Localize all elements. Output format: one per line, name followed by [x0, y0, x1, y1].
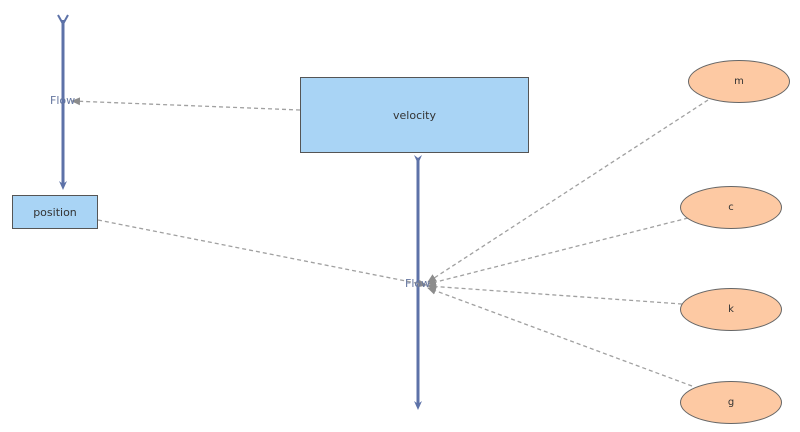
aux-k-label: k [728, 304, 734, 315]
aux-k[interactable]: k [680, 288, 782, 331]
stock-velocity[interactable]: velocity [300, 77, 529, 153]
aux-c-label: c [728, 202, 734, 213]
aux-c[interactable]: c [680, 186, 782, 229]
stock-position[interactable]: position [12, 195, 98, 229]
link-c-to-center-flow [427, 217, 689, 286]
link-k-to-center-flow [427, 282, 683, 305]
stock-position-label: position [33, 205, 77, 219]
aux-m[interactable]: m [688, 60, 790, 103]
stock-velocity-label: velocity [393, 108, 436, 122]
aux-g[interactable]: g [680, 381, 782, 424]
aux-m-label: m [734, 76, 744, 87]
link-velocity-to-left-flow [71, 97, 301, 111]
link-g-to-center-flow [427, 287, 693, 387]
flow-label-center[interactable]: Flow [405, 277, 431, 290]
flow-label-left[interactable]: Flow [50, 94, 76, 107]
aux-g-label: g [727, 397, 735, 408]
link-position-to-center-flow [97, 219, 427, 288]
